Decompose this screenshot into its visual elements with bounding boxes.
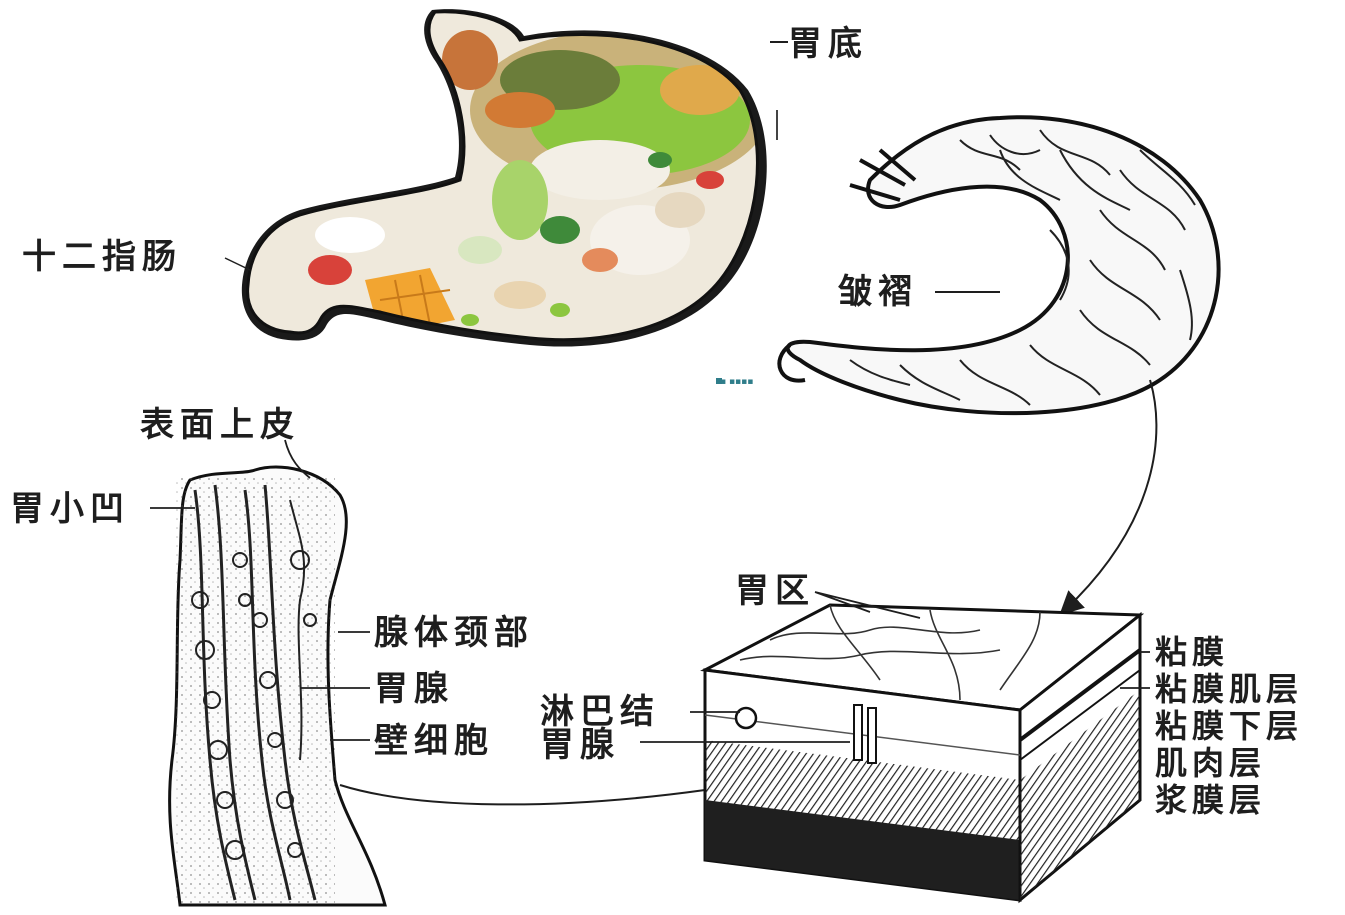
stomach-sketch-rugae <box>779 117 1218 413</box>
connector-arrow <box>1065 380 1156 610</box>
gland-to-block-connector <box>340 785 705 804</box>
label-gastric-gland-left: 胃腺 <box>374 672 454 706</box>
label-muscularis-mucosae: 粘膜肌层 <box>1155 673 1303 705</box>
label-mucosa: 粘膜 <box>1155 636 1229 668</box>
label-muscular-layer: 肌肉层 <box>1155 747 1266 779</box>
gastric-gland-column <box>170 467 385 905</box>
label-lymph-node: 淋巴结 <box>540 695 660 729</box>
label-submucosa: 粘膜下层 <box>1155 710 1303 742</box>
label-gastric-pit: 胃小凹 <box>10 492 130 526</box>
stomach-wall-block <box>705 605 1140 900</box>
label-rugae: 皱褶 <box>838 275 918 309</box>
stomach-food-illustration <box>240 0 780 360</box>
label-gastric-area: 胃区 <box>735 574 815 608</box>
watermark-text: ▪ ▪▪▪▪ <box>720 377 753 387</box>
label-fundus: 胃底 <box>788 27 868 61</box>
label-surface-epithelium: 表面上皮 <box>140 408 300 442</box>
label-serosa: 浆膜层 <box>1155 784 1266 816</box>
label-gastric-gland-right: 胃腺 <box>540 728 620 762</box>
label-duodenum: 十二指肠 <box>22 240 182 274</box>
label-gland-neck: 腺体颈部 <box>374 616 534 650</box>
label-parietal-cell: 壁细胞 <box>374 724 494 758</box>
